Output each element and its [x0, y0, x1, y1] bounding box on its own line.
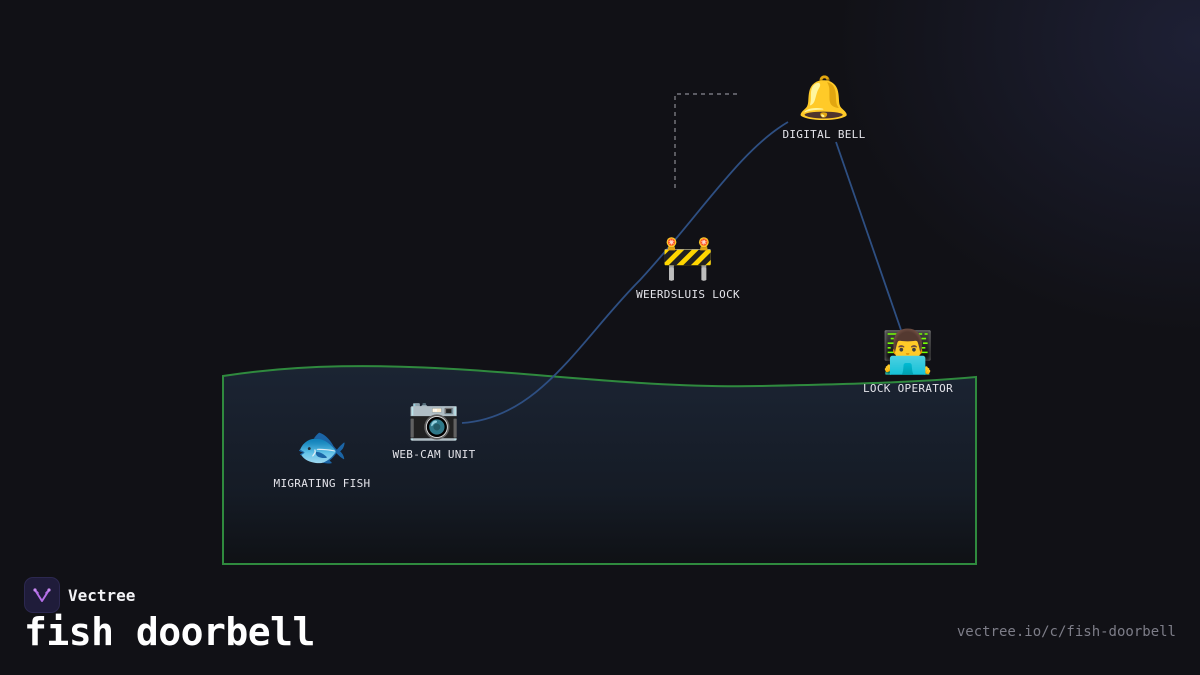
node-web-cam-unit: 📷 WEB-CAM UNIT — [392, 393, 476, 462]
fish-icon: 🐟 — [295, 422, 349, 471]
node-weerdsluis-lock: 🚧 WEERDSLUIS LOCK — [636, 233, 740, 302]
source-url-link[interactable]: vectree.io/c/fish-doorbell — [956, 624, 1176, 640]
technologist-icon: 👨‍💻 — [881, 327, 935, 376]
dashed-frame-fragment — [674, 93, 740, 188]
brand[interactable]: Vectree — [24, 577, 135, 613]
camera-icon: 📷 — [407, 393, 461, 442]
node-label: MIGRATING FISH — [273, 477, 371, 490]
vectree-logo-icon — [24, 577, 60, 613]
edge-bell-to-operator — [835, 141, 902, 331]
construction-barrier-icon: 🚧 — [661, 233, 715, 282]
node-label: WEERDSLUIS LOCK — [636, 288, 740, 301]
node-label: DIGITAL BELL — [782, 128, 866, 141]
node-label: WEB-CAM UNIT — [392, 448, 476, 461]
brand-name: Vectree — [68, 585, 136, 605]
water-region — [222, 365, 977, 565]
node-lock-operator: 👨‍💻 LOCK OPERATOR — [863, 327, 953, 396]
node-label: LOCK OPERATOR — [863, 382, 953, 395]
edge-webcam-to-bell — [461, 121, 789, 424]
page-title: fish doorbell — [24, 610, 315, 654]
bell-icon: 🔔 — [797, 73, 851, 122]
node-migrating-fish: 🐟 MIGRATING FISH — [273, 422, 371, 491]
node-digital-bell: 🔔 DIGITAL BELL — [782, 73, 866, 142]
